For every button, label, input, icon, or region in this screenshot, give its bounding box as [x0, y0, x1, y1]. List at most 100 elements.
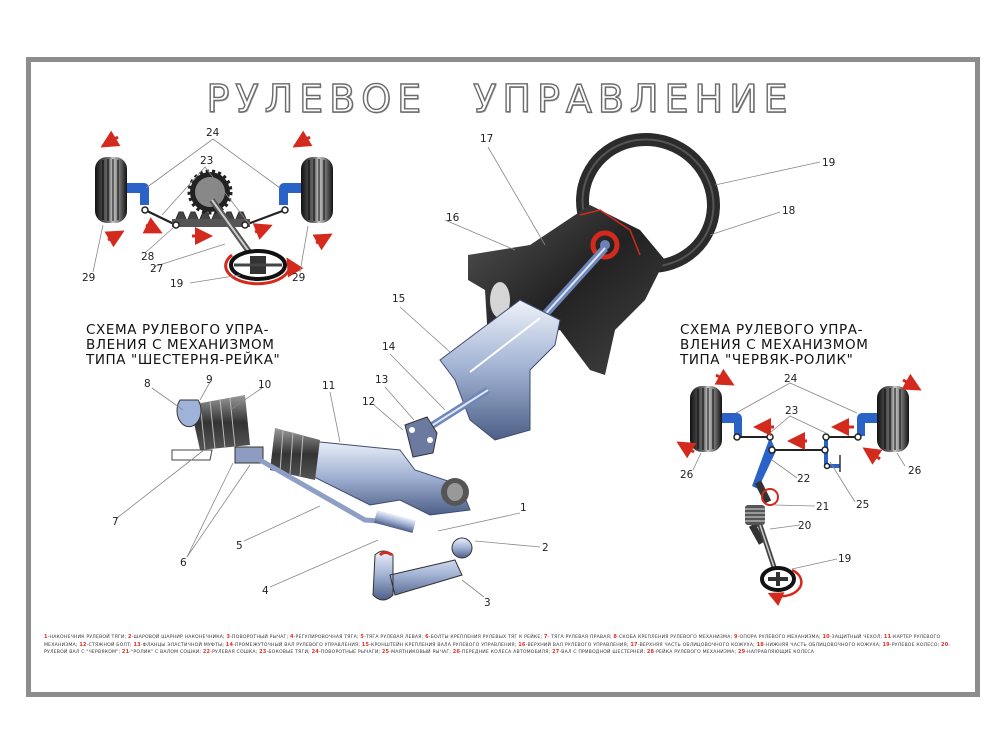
steering-arm-left — [127, 183, 149, 205]
legend-text: -поворотный рычаг; — [230, 635, 290, 640]
legend-text: -болты крепления рулевых тяг к рейке; — [428, 635, 544, 640]
legend-number: 29 — [737, 649, 746, 655]
callout-6: 6 — [180, 557, 187, 569]
legend-number: 17 — [630, 641, 638, 648]
legend-number: 3 — [226, 634, 231, 640]
legend-text: -рейка рулевого механизма; — [654, 650, 738, 655]
pinion-gear — [187, 169, 233, 215]
legend-number: 26 — [452, 649, 461, 655]
front-wheel-right — [301, 157, 333, 223]
legend-text: -поворотные рычаги; — [318, 650, 382, 655]
legend-number: 15 — [361, 641, 370, 648]
steering-arm-right — [279, 183, 301, 205]
callout-27: 27 — [150, 263, 163, 275]
callout-29: 29 — [292, 272, 305, 284]
caption-line: ТИПА "ШЕСТЕРНЯ-РЕЙКА" — [86, 352, 281, 368]
legend-text: -стяжной болт; — [86, 642, 134, 648]
legend-text: -вал с приводной шестерней; — [559, 650, 647, 655]
legend-text: -регулировочная тяга; — [293, 635, 361, 640]
column-bracket — [439, 299, 561, 441]
callout-25: 25 — [856, 499, 869, 511]
callout-26: 26 — [908, 465, 922, 477]
callout-20: 20 — [798, 520, 811, 532]
legend-number: 25 — [381, 649, 390, 655]
steering-arm-right — [857, 413, 877, 436]
worm-gear-column — [745, 480, 779, 571]
steering-wheel-small — [760, 566, 803, 606]
callout-15: 15 — [392, 293, 405, 305]
legend-number: 4 — [289, 634, 294, 640]
callout-11: 11 — [322, 380, 335, 392]
callout-24: 24 — [784, 373, 798, 385]
legend-number: 21 — [121, 649, 130, 655]
caption-line: ВЛЕНИЯ С МЕХАНИЗМОМ — [86, 337, 275, 353]
legend-number: 10 — [822, 634, 830, 640]
direction-arrows — [676, 368, 922, 465]
legend-text: -наконечник рулевой тяги; — [47, 635, 128, 640]
callout-numbers-main: 1 2 3 4 5 6 7 8 9 10 11 12 13 14 15 16 1… — [112, 133, 835, 609]
legend-text: -передние колеса автомобиля; — [460, 650, 553, 655]
front-wheel-right — [877, 386, 909, 452]
rack-housing — [299, 439, 471, 516]
legend-number: 5 — [360, 634, 365, 640]
rack-pinion-scheme — [92, 130, 333, 286]
legend-text: -направляющие колеса — [745, 650, 815, 655]
legend-text: -верхняя часть облицовочного кожуха; — [637, 642, 757, 648]
callout-9: 9 — [206, 374, 213, 386]
callout-19: 19 — [822, 157, 835, 169]
callout-5: 5 — [236, 540, 243, 552]
legend-text: -рулевой вал с "червяком"; — [44, 642, 951, 656]
legend-number: 18 — [756, 641, 764, 648]
legend-text: -защитный чехол; — [829, 635, 884, 640]
steering-lever — [372, 550, 463, 601]
legend-text: -фланцы эластичной муфты; — [140, 642, 226, 648]
callout-19: 19 — [170, 278, 183, 290]
callout-22: 22 — [797, 473, 810, 485]
callout-26: 26 — [680, 469, 694, 481]
direction-arrows — [100, 130, 333, 251]
callout-7: 7 — [112, 516, 119, 528]
legend-number: 24 — [311, 649, 319, 655]
callout-4: 4 — [262, 585, 269, 597]
steering-wheel-small — [224, 249, 304, 286]
pitman-arm — [752, 437, 776, 489]
legend-text: -картер рулевого механизма; — [44, 635, 941, 648]
title-word-1: РУЛЕВОЕ — [206, 76, 428, 121]
callout-24: 24 — [206, 127, 220, 139]
callout-28: 28 — [141, 251, 154, 263]
legend-text: -шаровой шарнир наконечника; — [131, 635, 227, 640]
caption-line: СХЕМА РУЛЕВОГО УПРА- — [680, 322, 864, 338]
legend-text: -верхний вал рулевого управления; — [525, 642, 631, 648]
legend-text: -кронштейн крепления вала рулевого управ… — [369, 642, 519, 648]
legend-text: -тяга рулевая левая; — [364, 635, 426, 640]
worm-roller-scheme — [676, 368, 922, 606]
poster-title: РУЛЕВОЕ УПРАВЛЕНИЕ — [0, 76, 1000, 121]
legend-number: 7 — [543, 634, 548, 640]
callout-17: 17 — [480, 133, 493, 145]
legend-number: 23 — [259, 649, 267, 655]
legend-text: - тяга рулевая правая; — [547, 635, 614, 640]
legend-number: 14 — [225, 641, 234, 648]
legend-text: -боковые тяги; — [266, 650, 312, 655]
callout-18: 18 — [782, 205, 795, 217]
callout-19: 19 — [838, 553, 851, 565]
callout-21: 21 — [816, 501, 829, 513]
legend-number: 27 — [552, 649, 560, 655]
legend-number: 19 — [882, 641, 890, 648]
caption-line: ВЛЕНИЯ С МЕХАНИЗМОМ — [680, 337, 869, 353]
legend-number: 12 — [79, 641, 87, 648]
callout-29: 29 — [82, 272, 95, 284]
legend-number: 13 — [133, 641, 141, 648]
legend-number: 11 — [883, 634, 892, 640]
callout-2: 2 — [542, 542, 549, 554]
caption-line: ТИПА "ЧЕРВЯК-РОЛИК" — [680, 352, 854, 368]
legend-number: 6 — [425, 634, 429, 640]
steering-assembly-illustration — [171, 132, 720, 601]
caption-line: СХЕМА РУЛЕВОГО УПРА- — [86, 322, 270, 338]
legend-text: -скоба крепления рулевого механизма; — [617, 635, 734, 640]
caption-worm-roller: СХЕМА РУЛЕВОГО УПРА- ВЛЕНИЯ С МЕХАНИЗМОМ… — [680, 323, 868, 368]
parts-legend: 1-наконечник рулевой тяги; 2-шаровой шар… — [44, 634, 959, 657]
steering-arm-left — [722, 413, 742, 436]
callout-23: 23 — [785, 405, 798, 417]
